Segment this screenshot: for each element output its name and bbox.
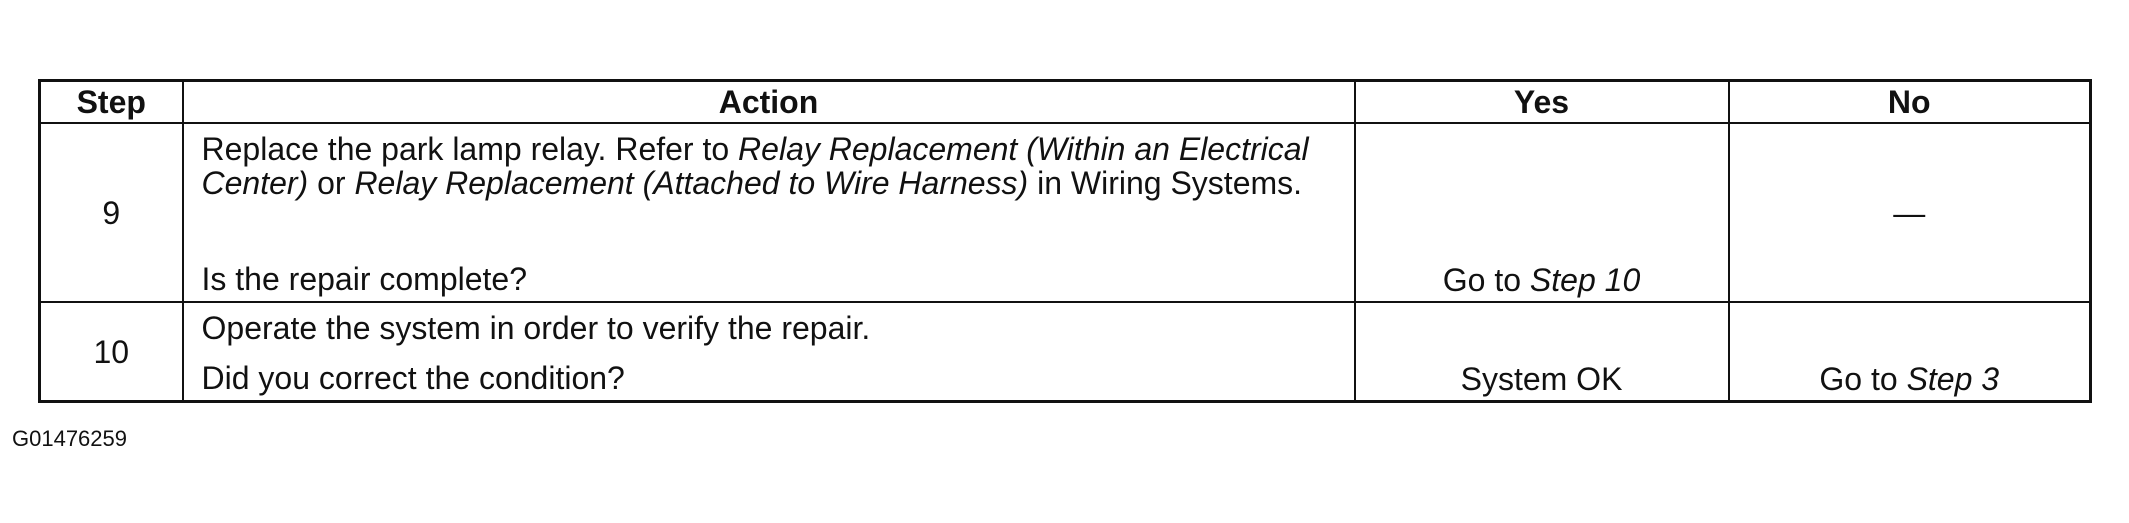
step-reference-link[interactable]: Step 10 — [1529, 262, 1641, 299]
yes-cell: Go to Step 10 — [1353, 121, 1730, 304]
action-text: or — [308, 165, 355, 201]
table-row: 10 Operate the system in order to verify… — [38, 301, 2092, 403]
yes-cell: System OK — [1353, 301, 1730, 403]
header-row: Step Action Yes No — [38, 79, 2092, 124]
no-cell: — — [1727, 121, 2092, 304]
yes-prefix: Go to — [1442, 262, 1530, 299]
diagnostic-table: Step Action Yes No 9 Replace the park la… — [38, 79, 2092, 403]
reference-link[interactable]: Relay Replacement (Within an Electrical … — [201, 131, 1309, 201]
action-instruction: Replace the park lamp relay. Refer to Re… — [202, 132, 1336, 200]
action-cell: Operate the system in order to verify th… — [181, 301, 1356, 403]
action-question: Is the repair complete? — [201, 261, 528, 297]
table-row: 9 Replace the park lamp relay. Refer to … — [38, 121, 2092, 304]
header-no: No — [1727, 79, 2092, 124]
action-instruction: Operate the system in order to verify th… — [201, 310, 871, 347]
step-number: 10 — [38, 301, 184, 403]
header-step: Step — [38, 79, 184, 124]
action-text: in Wiring Systems. — [1028, 165, 1303, 201]
action-question: Did you correct the condition? — [201, 360, 625, 397]
step-number: 9 — [38, 121, 184, 304]
header-yes: Yes — [1353, 79, 1730, 124]
figure-id: G01476259 — [12, 426, 127, 451]
action-text: Replace the park lamp relay. Refer to — [201, 131, 739, 167]
no-cell: Go to Step 3 — [1727, 301, 2092, 403]
step-reference-link[interactable]: Step 3 — [1906, 361, 2000, 397]
no-prefix: Go to — [1819, 361, 1907, 397]
reference-link[interactable]: Relay Replacement (Attached to Wire Harn… — [354, 165, 1029, 201]
header-action: Action — [181, 79, 1356, 124]
action-cell: Replace the park lamp relay. Refer to Re… — [181, 121, 1356, 304]
